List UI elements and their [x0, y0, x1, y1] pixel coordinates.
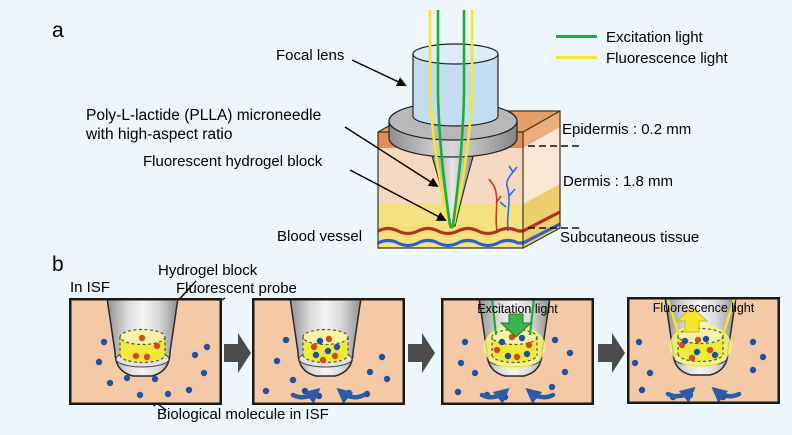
annotation-arrows-a	[344, 59, 447, 221]
microneedle-arrow	[344, 126, 439, 188]
step-3-flow-arrows	[479, 388, 556, 404]
step-3-panel	[441, 298, 594, 405]
step-2-border	[252, 298, 405, 405]
step-3-border	[441, 298, 594, 405]
focus-point	[448, 223, 455, 229]
light-rays	[428, 10, 474, 229]
step-3-excitation-beams	[490, 298, 536, 336]
step-4-fluorescence-arrow	[675, 306, 709, 333]
step-3-absorbed-dots	[498, 334, 531, 360]
microneedle-label: Poly-L-lactide (PLLA) microneedle with h…	[86, 106, 358, 144]
step-4-probe-dots	[678, 336, 714, 362]
depth-dashed-lines	[528, 145, 580, 229]
step-2-flow-arrows	[290, 388, 367, 404]
step-2-absorbed-dots	[312, 337, 341, 359]
fluorescence-legend-label: Fluorescence light	[606, 50, 728, 67]
transition-arrow-3	[598, 333, 625, 373]
excitation-ray-left	[436, 10, 452, 226]
step-4-absorbed-dots	[681, 335, 719, 359]
epidermis-label: Epidermis : 0.2 mm	[562, 121, 692, 138]
step-4-flow-arrows	[665, 387, 742, 403]
blood-vessel-label: Blood vessel	[277, 228, 363, 245]
step-1-border	[69, 298, 222, 405]
step-2-panel	[252, 298, 405, 405]
focal-lens-label: Focal lens	[276, 47, 345, 64]
fluorescence-ray-left	[428, 10, 451, 225]
blood-vessel-lines	[377, 210, 561, 248]
step-4-hydrogel	[677, 327, 724, 363]
step-4-border	[627, 297, 780, 404]
focal-lens	[412, 43, 499, 127]
hydrogel-block-label-b: Hydrogel block	[158, 262, 258, 279]
step-1-panel	[69, 298, 222, 405]
microneedle-label-line1: Poly-L-lactide (PLLA) microneedle	[86, 107, 322, 124]
transition-arrow-1	[224, 333, 251, 373]
step-1-molecule-dots	[95, 338, 211, 399]
transition-arrow-2	[408, 333, 435, 373]
excitation-light-overlay-label: Excitation light	[477, 302, 558, 316]
fluorescence-ray-right	[452, 10, 474, 225]
panel-b-letter: b	[52, 253, 64, 276]
step-4-panel	[627, 297, 780, 404]
step-transition-arrows	[224, 333, 625, 373]
subcutaneous-label: Subcutaneous tissue	[560, 229, 700, 246]
step-2-probe-dots	[310, 335, 339, 364]
fluorescence-light-overlay-label: Fluorescence light	[652, 301, 755, 315]
step-1-probe-dots	[132, 334, 161, 361]
step-3-probe-dots	[493, 333, 533, 361]
microneedle-label-line2: with high-aspect ratio	[86, 126, 233, 143]
fluorescent-probe-label: Fluorescent probe	[176, 280, 297, 297]
step-1-hydrogel	[119, 328, 166, 364]
biological-molecule-label: Biological molecule in ISF	[157, 406, 329, 423]
excitation-ray-right	[451, 10, 466, 226]
step-4-fluorescence-beams	[665, 297, 737, 336]
in-isf-label: In ISF	[70, 279, 111, 296]
panel-a-letter: a	[52, 19, 64, 42]
capillary-vessels	[488, 165, 518, 232]
step-3-hydrogel	[491, 328, 538, 364]
hydrogel-block-label-a: Fluorescent hydrogel block	[143, 153, 323, 170]
fluorescence-legend-swatch	[556, 56, 597, 59]
hydrogel-arrow	[349, 169, 447, 221]
excitation-legend-swatch	[556, 35, 597, 38]
dermis-label: Dermis : 1.8 mm	[563, 173, 674, 190]
step-3-excitation-arrow	[499, 313, 533, 338]
excitation-legend-label: Excitation light	[606, 29, 703, 46]
focal-lens-arrow	[351, 59, 407, 87]
step-2-hydrogel	[302, 328, 349, 364]
